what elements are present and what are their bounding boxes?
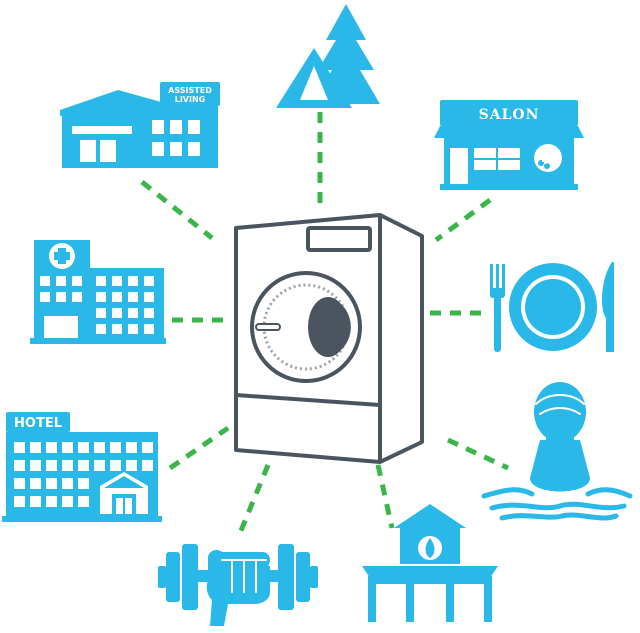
hospital-building-icon (30, 240, 166, 344)
connector-hotel (168, 425, 230, 471)
fire-station-icon (362, 504, 498, 622)
washing-machine-icon (234, 213, 424, 464)
hotel-sign: HOTEL (14, 416, 62, 431)
connector-gym (235, 464, 271, 539)
plate-fork-knife-icon (490, 262, 614, 352)
connector-assisted-living (140, 180, 214, 240)
assisted-living-sign-line2: LIVING (175, 95, 206, 104)
assisted-living-building-icon (60, 82, 220, 168)
assisted-living-sign-line1: ASSISTED (168, 86, 212, 95)
connector-swim (446, 437, 510, 471)
connectors (140, 112, 510, 539)
dumbbell-with-fist-icon (158, 544, 318, 626)
tent-and-pine-tree-icon (276, 4, 380, 108)
salon-storefront-icon (434, 100, 584, 190)
connector-salon (434, 197, 492, 243)
swimmer-with-cap-icon (481, 382, 633, 521)
hotel-building-icon (2, 412, 162, 522)
salon-sign: SALON (479, 107, 540, 123)
connector-fire-station (375, 464, 395, 529)
